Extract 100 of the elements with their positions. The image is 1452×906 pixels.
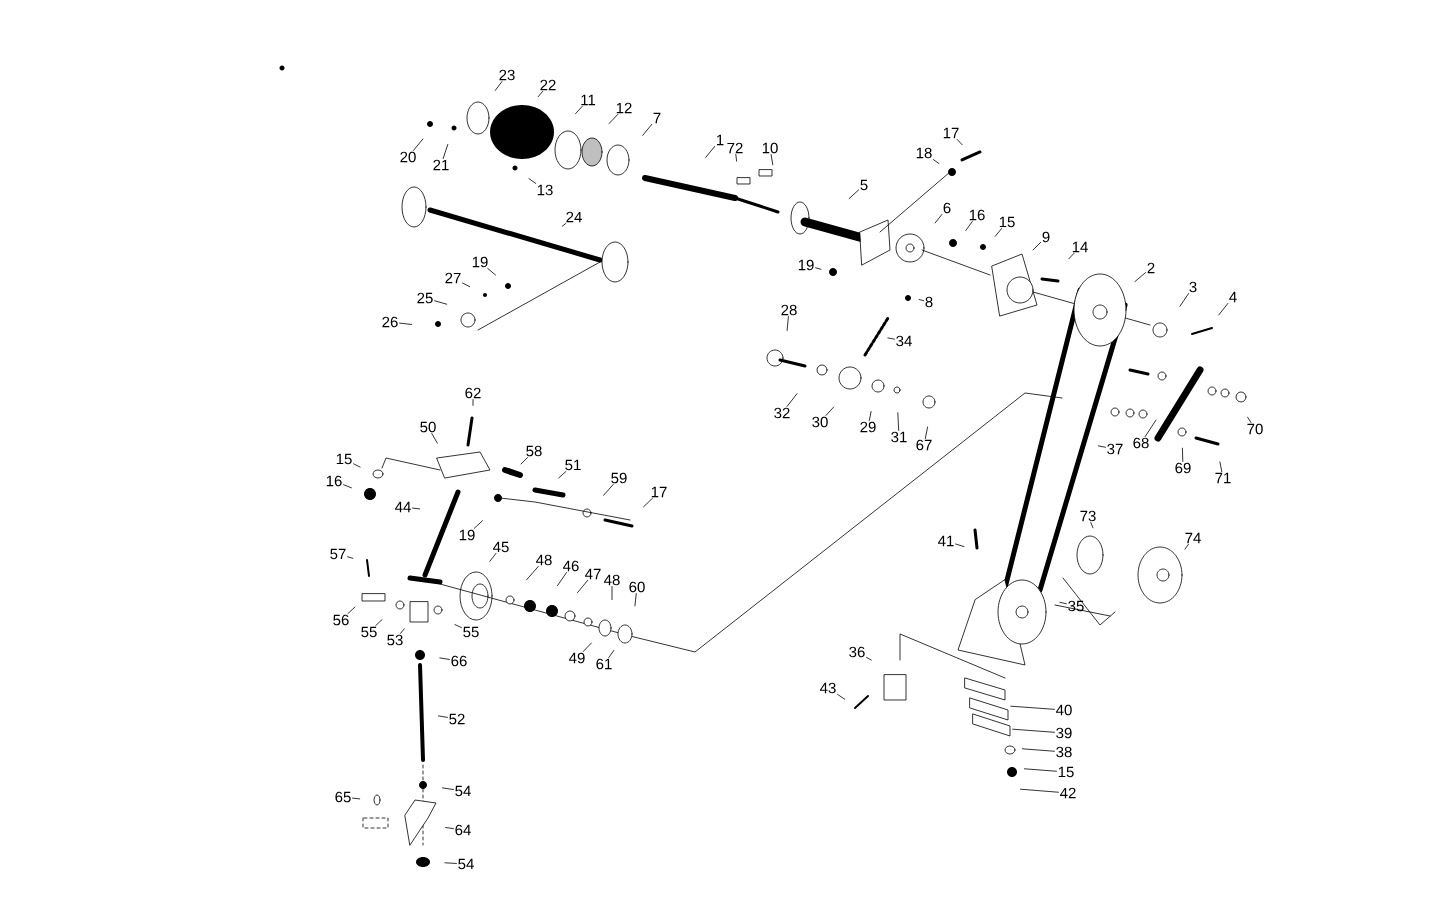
callout-number: 3 xyxy=(1189,281,1197,293)
leader-line xyxy=(705,145,716,158)
callout-number: 15 xyxy=(336,453,352,465)
callout-number: 17 xyxy=(943,127,959,139)
callout-number: 36 xyxy=(849,646,865,658)
leader-line xyxy=(1219,461,1223,473)
callout-number: 6 xyxy=(943,202,951,214)
leader-line xyxy=(897,412,900,431)
callout-number: 30 xyxy=(812,416,828,428)
callout-number: 31 xyxy=(891,431,907,443)
leader-line xyxy=(1247,416,1252,423)
callout-number: 51 xyxy=(565,459,581,471)
callout-number: 66 xyxy=(451,655,467,667)
leader-line xyxy=(1059,601,1067,605)
callout-number: 34 xyxy=(896,335,912,347)
callout-number: 17 xyxy=(651,486,667,498)
callout-number: 45 xyxy=(493,541,509,553)
callout-number: 35 xyxy=(1068,600,1084,612)
leader-line xyxy=(454,624,462,628)
callout-number: 19 xyxy=(798,259,814,271)
leader-line xyxy=(1022,748,1055,752)
leader-line xyxy=(438,715,448,718)
leader-line xyxy=(887,337,895,340)
callout-number: 62 xyxy=(465,387,481,399)
callout-number: 25 xyxy=(417,292,433,304)
callout-number: 71 xyxy=(1215,472,1231,484)
callout-number: 21 xyxy=(433,159,449,171)
callout-number: 73 xyxy=(1080,510,1096,522)
callout-number: 49 xyxy=(569,652,585,664)
leader-line xyxy=(643,497,653,508)
leader-line xyxy=(561,223,567,227)
callout-number: 55 xyxy=(361,626,377,638)
callout-number: 58 xyxy=(526,445,542,457)
leader-line xyxy=(444,862,457,864)
leader-line xyxy=(1024,768,1057,772)
leader-line xyxy=(413,138,424,151)
callout-number: 56 xyxy=(333,614,349,626)
callout-number: 44 xyxy=(395,501,411,513)
leader-line xyxy=(431,433,438,444)
callout-number: 1 xyxy=(717,134,724,146)
leader-line xyxy=(473,520,483,529)
callout-number: 29 xyxy=(860,421,876,433)
leader-line xyxy=(608,114,619,124)
callout-number: 50 xyxy=(420,421,436,433)
leader-line xyxy=(924,426,928,439)
leader-line xyxy=(815,267,822,270)
callout-number: 55 xyxy=(463,626,479,638)
leader-line xyxy=(526,566,539,581)
leader-line xyxy=(786,316,789,331)
leader-line xyxy=(1218,302,1229,316)
leader-line xyxy=(487,268,496,276)
callout-number: 7 xyxy=(653,112,661,124)
leader-line xyxy=(965,221,973,231)
leader-line xyxy=(956,138,963,146)
leader-line xyxy=(1097,445,1106,448)
leader-line xyxy=(770,154,774,166)
leader-line xyxy=(582,642,592,652)
leader-line xyxy=(608,650,615,658)
leader-line xyxy=(868,411,872,421)
callout-number: 4 xyxy=(1229,291,1237,303)
leader-line xyxy=(494,81,503,91)
callout-number: 61 xyxy=(596,658,612,670)
leader-line xyxy=(537,91,543,98)
leader-line xyxy=(1179,293,1189,307)
callout-number: 54 xyxy=(458,858,474,870)
callout-number: 22 xyxy=(540,79,556,91)
callout-number: 10 xyxy=(762,142,778,154)
leader-line xyxy=(375,619,383,626)
leader-line xyxy=(1012,728,1055,733)
leader-line xyxy=(825,406,834,416)
leader-line xyxy=(848,189,860,199)
leader-line xyxy=(642,123,653,136)
leader-line xyxy=(786,393,798,407)
leader-line xyxy=(918,299,925,302)
callout-number: 40 xyxy=(1056,704,1072,716)
callout-number: 70 xyxy=(1247,423,1263,435)
leader-line xyxy=(932,159,940,164)
leader-line xyxy=(611,586,613,600)
leader-line xyxy=(1068,252,1075,260)
callout-number: 28 xyxy=(781,304,797,316)
callout-number: 9 xyxy=(1042,231,1050,243)
callout-number: 60 xyxy=(629,581,645,593)
leader-line xyxy=(577,579,589,593)
callout-number: 16 xyxy=(326,475,342,487)
leader-line xyxy=(445,827,454,830)
callout-number: 68 xyxy=(1133,437,1149,449)
callout-number: 23 xyxy=(499,69,515,81)
leader-line xyxy=(1134,272,1147,282)
leader-line xyxy=(634,593,637,607)
callout-number: 15 xyxy=(1058,766,1074,778)
callout-number: 69 xyxy=(1175,462,1191,474)
leader-line xyxy=(352,797,361,800)
leader-line xyxy=(400,628,405,634)
leader-line xyxy=(575,105,583,114)
leader-line xyxy=(399,322,413,325)
callout-number: 43 xyxy=(820,682,836,694)
callout-number: 20 xyxy=(400,151,416,163)
leader-line xyxy=(1020,788,1059,793)
leader-line xyxy=(353,463,361,468)
callout-number: 5 xyxy=(860,179,868,191)
